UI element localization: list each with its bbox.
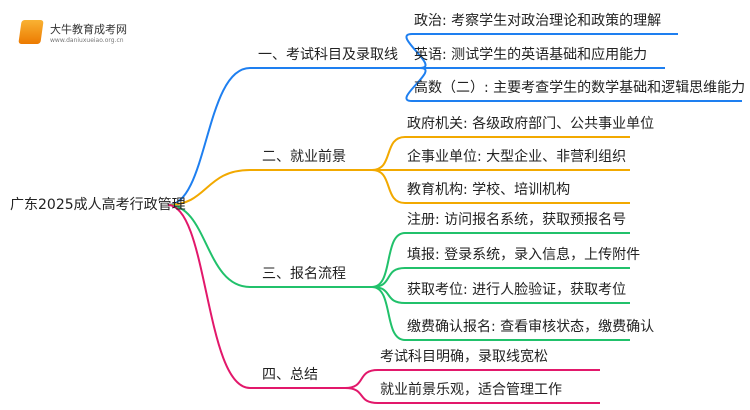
logo-name: 大牛教育成考网 bbox=[50, 22, 127, 36]
book-icon bbox=[18, 20, 44, 44]
leaf-connector bbox=[371, 169, 630, 204]
leaf-node[interactable]: 获取考位: 进行人脸验证，获取考位 bbox=[407, 282, 627, 298]
logo: 大牛教育成考网 www.daniuxueiao.org.cn bbox=[18, 20, 127, 44]
branch-node[interactable]: 三、报名流程 bbox=[262, 266, 346, 282]
leaf-node[interactable]: 填报: 登录系统，录入信息，上传附件 bbox=[407, 247, 641, 263]
branch-node[interactable]: 一、考试科目及录取线 bbox=[258, 47, 398, 63]
leaf-node[interactable]: 政治: 考察学生对政治理论和政策的理解 bbox=[414, 13, 662, 29]
branch-node[interactable]: 四、总结 bbox=[262, 367, 318, 383]
leaf-connector bbox=[344, 369, 600, 389]
leaf-node[interactable]: 英语: 测试学生的英语基础和应用能力 bbox=[414, 47, 648, 63]
branch-connector bbox=[167, 169, 372, 206]
root-node[interactable]: 广东2025成人高考行政管理 bbox=[10, 197, 186, 213]
branch-node[interactable]: 二、就业前景 bbox=[262, 149, 346, 165]
leaf-connector bbox=[405, 67, 742, 102]
leaf-node[interactable]: 缴费确认报名: 查看审核状态，缴费确认 bbox=[407, 319, 655, 335]
leaf-node[interactable]: 教育机构: 学校、培训机构 bbox=[407, 182, 571, 198]
leaf-node[interactable]: 就业前景乐观，适合管理工作 bbox=[380, 382, 562, 398]
leaf-node[interactable]: 政府机关: 各级政府部门、公共事业单位 bbox=[407, 116, 655, 132]
branch-connector bbox=[167, 67, 420, 206]
leaf-connector bbox=[371, 267, 630, 288]
leaf-node[interactable]: 企事业单位: 大型企业、非营利组织 bbox=[407, 149, 627, 165]
leaf-connector bbox=[344, 387, 600, 404]
branch-connector bbox=[167, 204, 345, 389]
leaf-connector bbox=[371, 286, 630, 341]
leaf-node[interactable]: 注册: 访问报名系统，获取预报名号 bbox=[407, 212, 627, 228]
leaf-connector bbox=[405, 33, 678, 69]
leaf-connector bbox=[371, 136, 630, 171]
branch-connector bbox=[167, 204, 372, 288]
leaf-connector bbox=[371, 232, 630, 288]
logo-url: www.daniuxueiao.org.cn bbox=[50, 36, 124, 44]
leaf-node[interactable]: 考试科目明确，录取线宽松 bbox=[380, 349, 548, 365]
leaf-node[interactable]: 高数（二）: 主要考查学生的数学基础和逻辑思维能力 bbox=[414, 80, 746, 96]
